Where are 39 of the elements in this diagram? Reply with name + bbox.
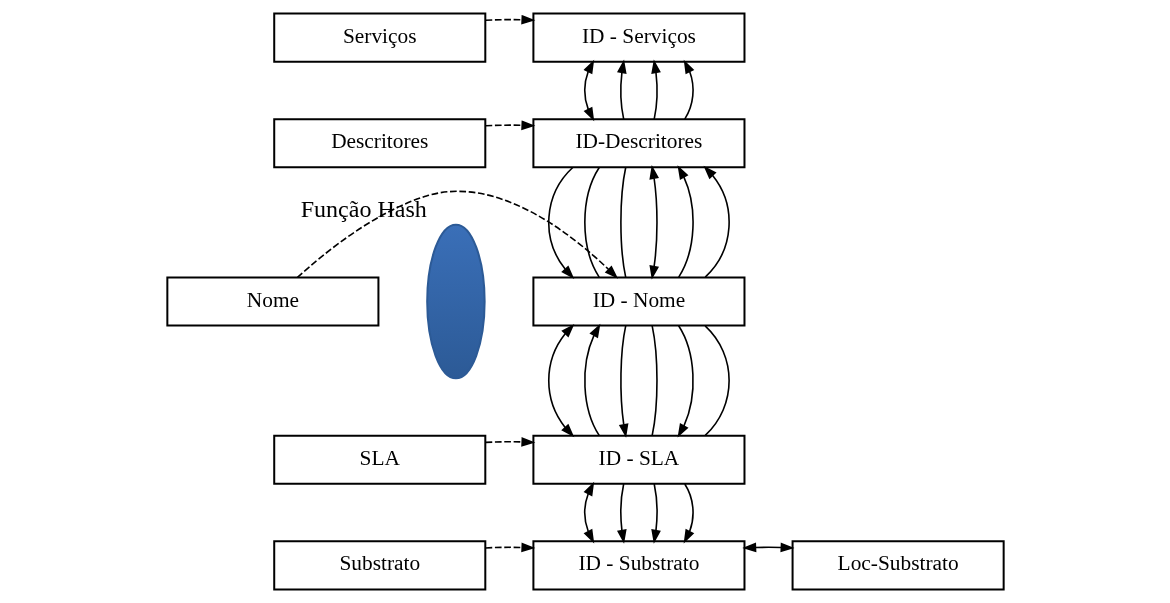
arrow <box>547 166 574 279</box>
arrow <box>583 59 594 122</box>
node-box: ID - SLA <box>531 434 745 485</box>
node-box: Substrato <box>272 540 486 591</box>
arrow <box>296 190 618 279</box>
arrow <box>703 165 730 278</box>
arrow <box>677 165 694 278</box>
connector <box>650 325 658 437</box>
node-box: SLA <box>272 434 486 485</box>
arrow <box>616 59 627 120</box>
node-box: Nome <box>165 276 379 327</box>
node-box: Loc-Substrato <box>791 540 1005 591</box>
arrow <box>618 325 628 438</box>
arrow <box>583 323 600 437</box>
arrow <box>583 481 594 544</box>
arrow <box>683 483 694 544</box>
arrow <box>484 14 535 25</box>
arrow <box>650 483 661 544</box>
arrow <box>677 325 694 438</box>
node-box: ID - Serviços <box>531 12 745 63</box>
node-box: ID-Descritores <box>531 118 745 169</box>
node-box: Descritores <box>272 118 486 169</box>
node-label: Função Hash <box>300 196 427 223</box>
node-box: Serviços <box>272 12 486 63</box>
arrow <box>648 165 659 280</box>
arrow <box>547 324 574 438</box>
arrow <box>484 437 535 447</box>
arrow <box>650 59 661 120</box>
arrow <box>616 483 627 544</box>
arrow <box>741 542 794 553</box>
node-box: ID - Substrato <box>531 540 745 591</box>
node-box: ID - Nome <box>531 276 745 327</box>
arrow <box>484 120 535 131</box>
node-ellipse <box>425 223 486 380</box>
arrow <box>683 59 694 120</box>
arrow <box>484 542 535 553</box>
connector <box>583 166 600 278</box>
connector <box>703 325 730 437</box>
connector <box>619 166 626 278</box>
